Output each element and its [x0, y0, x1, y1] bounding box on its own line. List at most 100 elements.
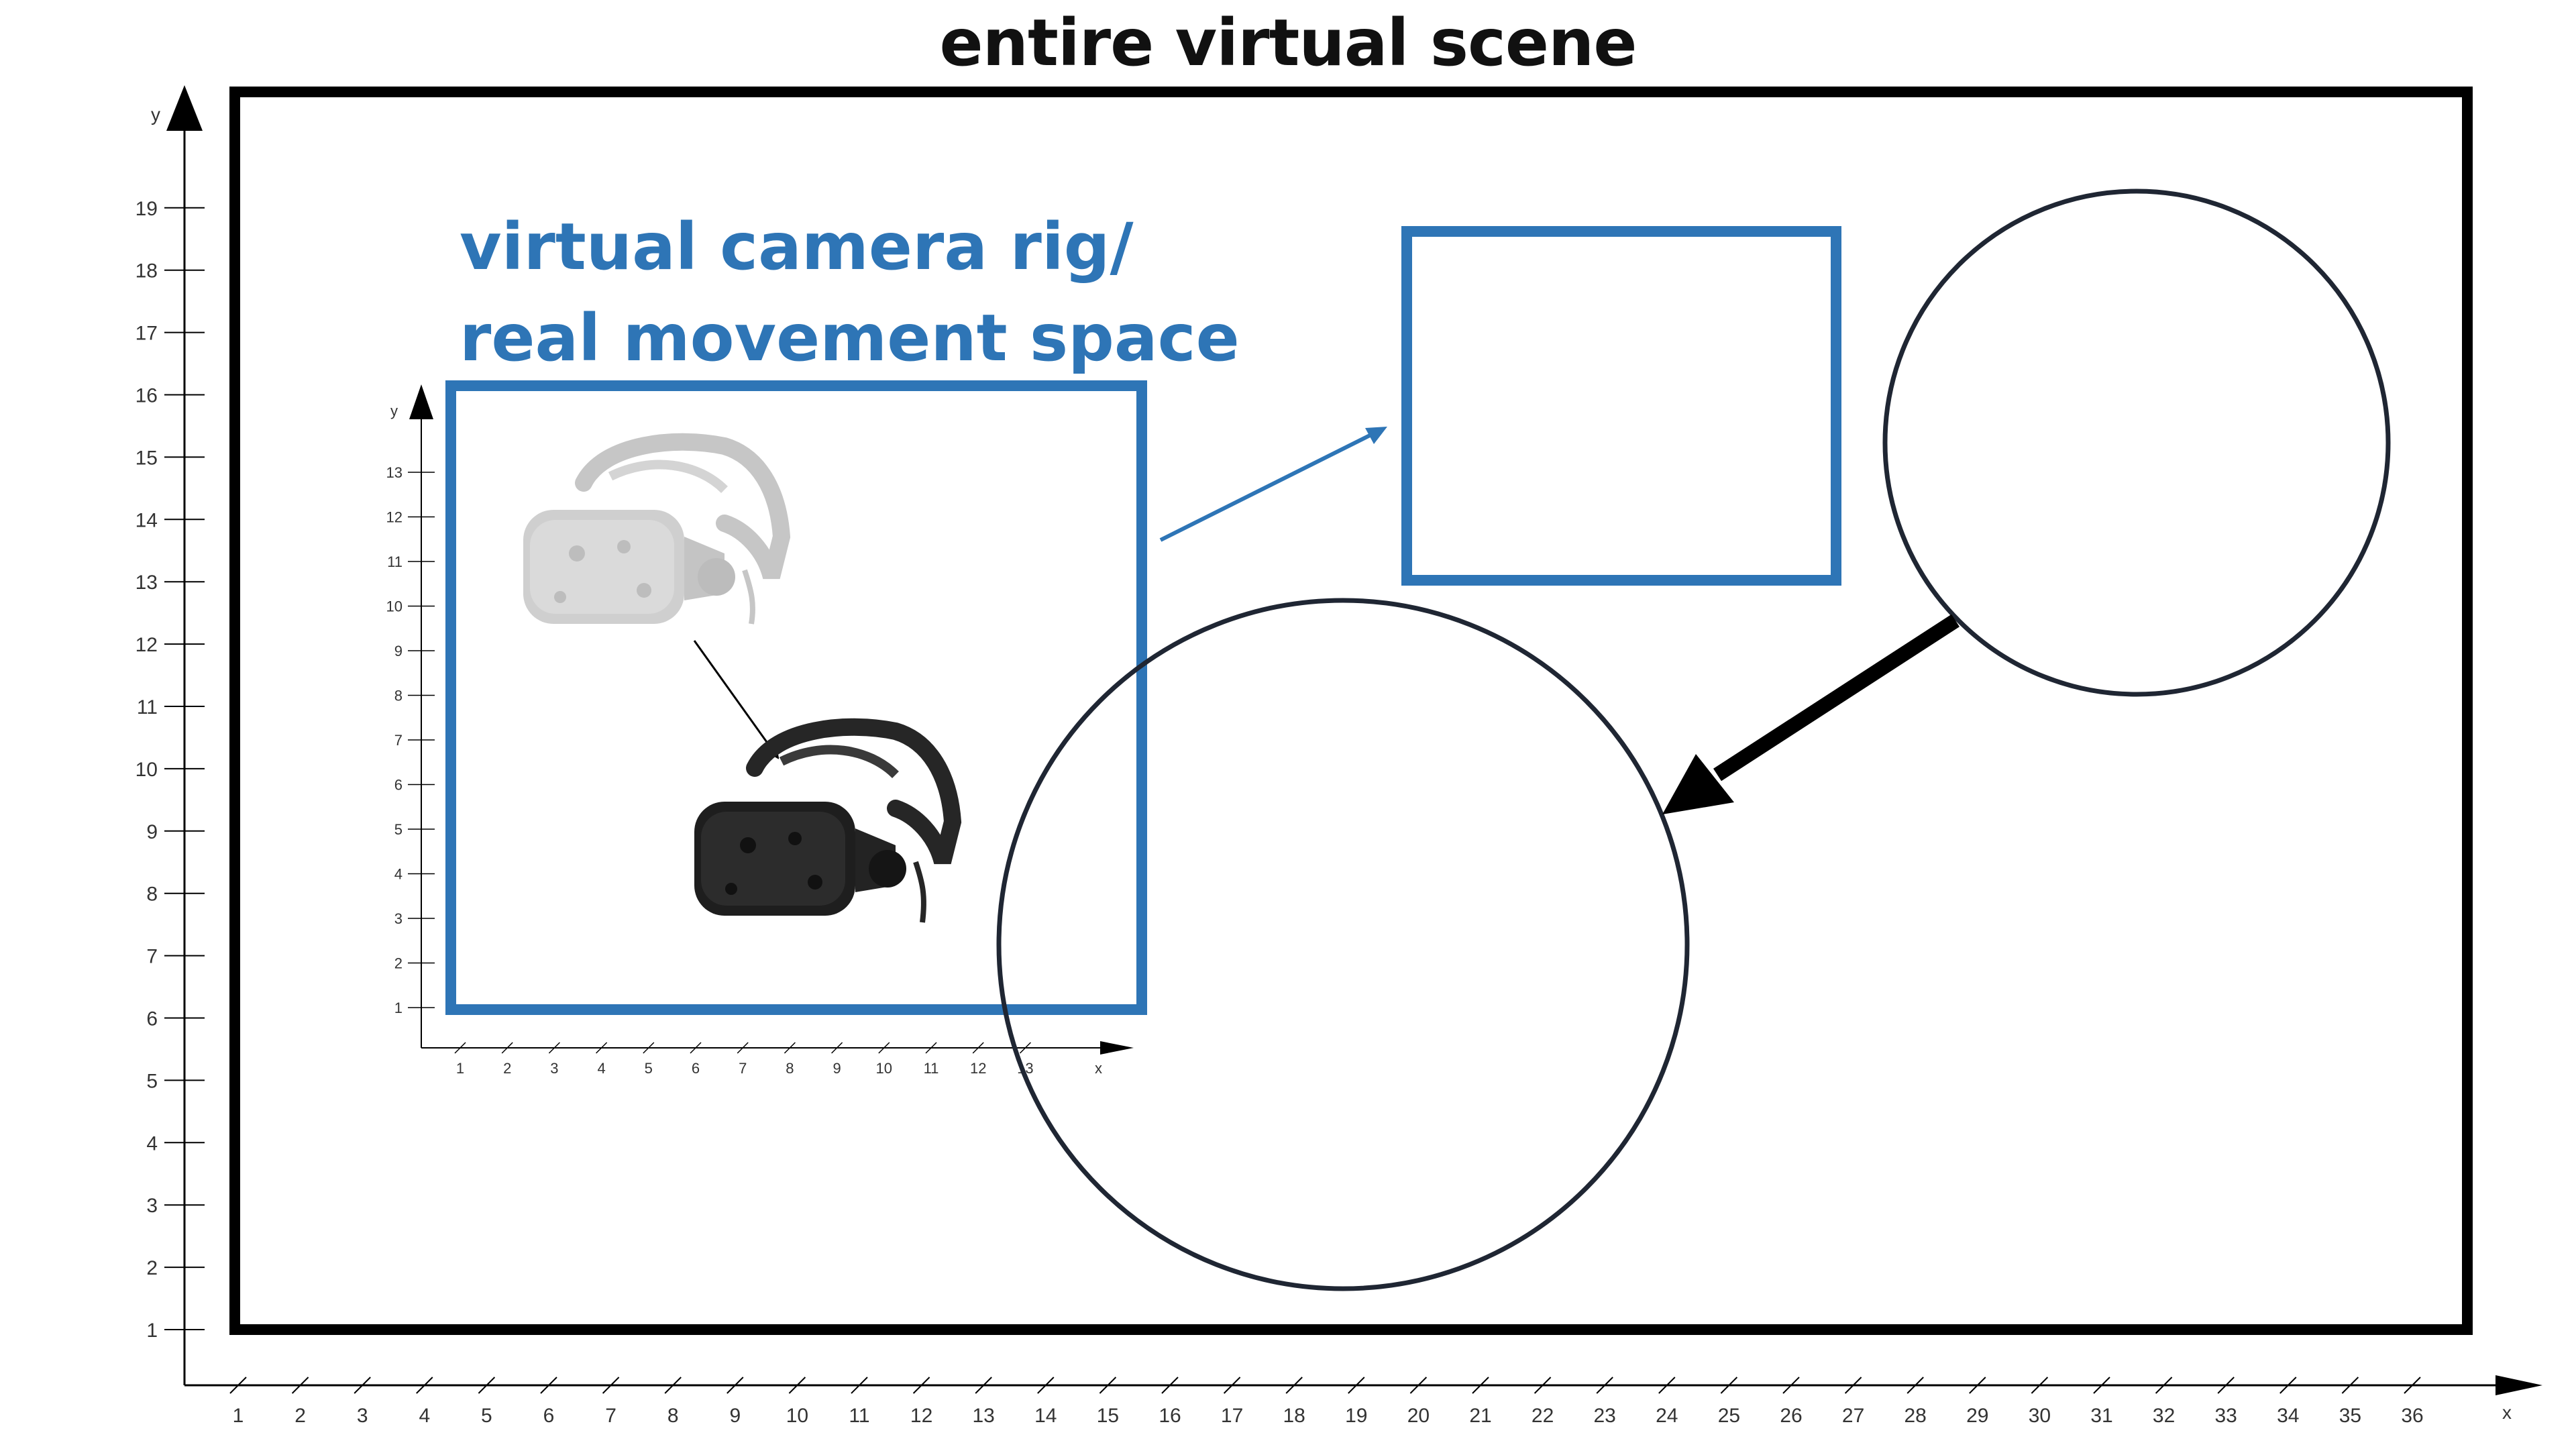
- inner-x-tick-mark: [784, 1042, 796, 1054]
- outer-y-axis-arrowhead: [166, 85, 203, 131]
- outer-x-tick-label: 13: [973, 1405, 995, 1427]
- vr-headset-icon-dark: [694, 718, 962, 923]
- inner-y-tick-label: 11: [387, 553, 402, 570]
- inner-x-tick-label: 6: [692, 1060, 700, 1077]
- outer-x-tick-label: 23: [1594, 1405, 1616, 1427]
- large-circle: [996, 598, 1690, 1291]
- outer-x-tick-label: 10: [786, 1405, 808, 1427]
- outer-x-tick-mark: [727, 1377, 744, 1394]
- outer-x-tick-mark: [912, 1377, 930, 1394]
- outer-y-tick-label: 9: [146, 821, 158, 843]
- outer-x-tick-label: 5: [481, 1405, 492, 1427]
- inner-y-tick-label: 12: [386, 509, 402, 526]
- outer-y-tick-label: 19: [136, 198, 158, 220]
- outer-x-tick-mark: [2404, 1377, 2421, 1394]
- outer-x-tick-mark: [2031, 1377, 2049, 1394]
- inner-x-tick-label: 12: [970, 1060, 986, 1077]
- outer-x-tick-label: 12: [910, 1405, 932, 1427]
- outer-x-tick-mark: [2155, 1377, 2173, 1394]
- outer-y-tick-label: 15: [136, 447, 158, 469]
- inner-y-tick-label: 4: [394, 866, 402, 883]
- inner-x-tick-mark: [737, 1042, 749, 1054]
- inner-x-axis-arrowhead: [1100, 1041, 1134, 1055]
- outer-x-tick-label: 14: [1034, 1405, 1057, 1427]
- inner-x-tick-label: 7: [739, 1060, 747, 1077]
- outer-x-tick-label: 18: [1283, 1405, 1305, 1427]
- outer-x-tick-label: 22: [1532, 1405, 1554, 1427]
- inner-y-axis-arrowhead: [409, 384, 433, 419]
- outer-x-tick-label: 33: [2215, 1405, 2237, 1427]
- outer-x-tick-mark: [1844, 1377, 1862, 1394]
- outer-y-tick-label: 1: [146, 1320, 158, 1342]
- headset-move-arrow: [693, 640, 780, 759]
- outer-x-tick-label: 16: [1159, 1405, 1181, 1427]
- outer-x-tick-label: 19: [1345, 1405, 1367, 1427]
- outer-x-tick-label: 29: [1966, 1405, 1988, 1427]
- outer-x-tick-label: 17: [1221, 1405, 1243, 1427]
- circle-move-arrowhead: [1662, 754, 1734, 814]
- outer-y-tick-label: 11: [137, 696, 158, 718]
- outer-x-tick-mark: [1534, 1377, 1552, 1394]
- outer-x-tick-label: 20: [1407, 1405, 1430, 1427]
- inner-y-tick-label: 7: [394, 732, 402, 749]
- circle-move-arrow: [1713, 614, 1960, 782]
- outer-x-tick-label: 7: [605, 1405, 616, 1427]
- inner-x-tick-label: 5: [645, 1060, 653, 1077]
- inner-x-tick-mark: [454, 1042, 466, 1054]
- outer-x-tick-mark: [2093, 1377, 2110, 1394]
- camera-rig-label-line2: real movement space: [460, 301, 1240, 376]
- outer-x-tick-mark: [478, 1377, 496, 1394]
- outer-x-tick-mark: [602, 1377, 620, 1394]
- outer-x-tick-mark: [354, 1377, 371, 1394]
- outer-x-tick-mark: [1348, 1377, 1365, 1394]
- inner-x-tick-mark: [878, 1042, 890, 1054]
- inner-x-tick-label: 10: [876, 1060, 892, 1077]
- outer-x-tick-mark: [1285, 1377, 1303, 1394]
- outer-x-tick-label: 30: [2029, 1405, 2051, 1427]
- outer-x-tick-label: 8: [667, 1405, 679, 1427]
- inner-x-axis-label: x: [1095, 1060, 1102, 1077]
- outer-y-tick-label: 5: [146, 1070, 158, 1092]
- outer-y-tick-label: 7: [146, 946, 158, 968]
- outer-x-axis-arrowhead: [2496, 1375, 2542, 1395]
- outer-x-tick-mark: [229, 1377, 247, 1394]
- outer-x-tick-mark: [1782, 1377, 1800, 1394]
- inner-x-tick-label: 3: [550, 1060, 558, 1077]
- outer-x-tick-mark: [2279, 1377, 2297, 1394]
- inner-x-tick-label: 11: [924, 1060, 939, 1077]
- small-circle: [1882, 189, 2391, 697]
- outer-x-tick-mark: [1472, 1377, 1489, 1394]
- outer-y-tick-label: 13: [136, 572, 158, 594]
- inner-y-axis-label: y: [390, 402, 398, 419]
- rig-move-arrow: [1159, 431, 1377, 542]
- inner-x-tick-label: 8: [786, 1060, 794, 1077]
- outer-y-tick-label: 14: [136, 509, 158, 531]
- outer-x-tick-label: 32: [2153, 1405, 2175, 1427]
- outer-x-tick-label: 15: [1097, 1405, 1119, 1427]
- inner-y-tick-label: 1: [394, 1000, 402, 1016]
- outer-y-tick-label: 4: [146, 1132, 158, 1155]
- outer-x-tick-mark: [1409, 1377, 1428, 1394]
- outer-y-tick-label: 17: [136, 323, 158, 345]
- outer-x-tick-label: 21: [1469, 1405, 1491, 1427]
- inner-x-tick-mark: [596, 1042, 608, 1054]
- outer-x-tick-mark: [291, 1377, 309, 1394]
- outer-x-tick-label: 11: [849, 1405, 869, 1427]
- outer-x-tick-mark: [1720, 1377, 1738, 1394]
- outer-x-tick-label: 3: [357, 1405, 368, 1427]
- inner-y-tick-label: 2: [394, 955, 402, 972]
- outer-y-axis-label: y: [151, 104, 160, 125]
- outer-x-tick-mark: [664, 1377, 682, 1394]
- camera-rig-box: [445, 380, 1147, 1015]
- inner-y-tick-label: 6: [394, 777, 402, 794]
- outer-x-tick-label: 1: [233, 1405, 244, 1427]
- inner-y-tick-label: 10: [386, 598, 402, 615]
- vr-headset-icon-faded: [523, 433, 791, 625]
- outer-x-tick-label: 25: [1718, 1405, 1740, 1427]
- inner-y-tick-label: 8: [394, 688, 402, 704]
- inner-y-tick-label: 5: [394, 821, 402, 838]
- outer-x-tick-label: 24: [1656, 1405, 1678, 1427]
